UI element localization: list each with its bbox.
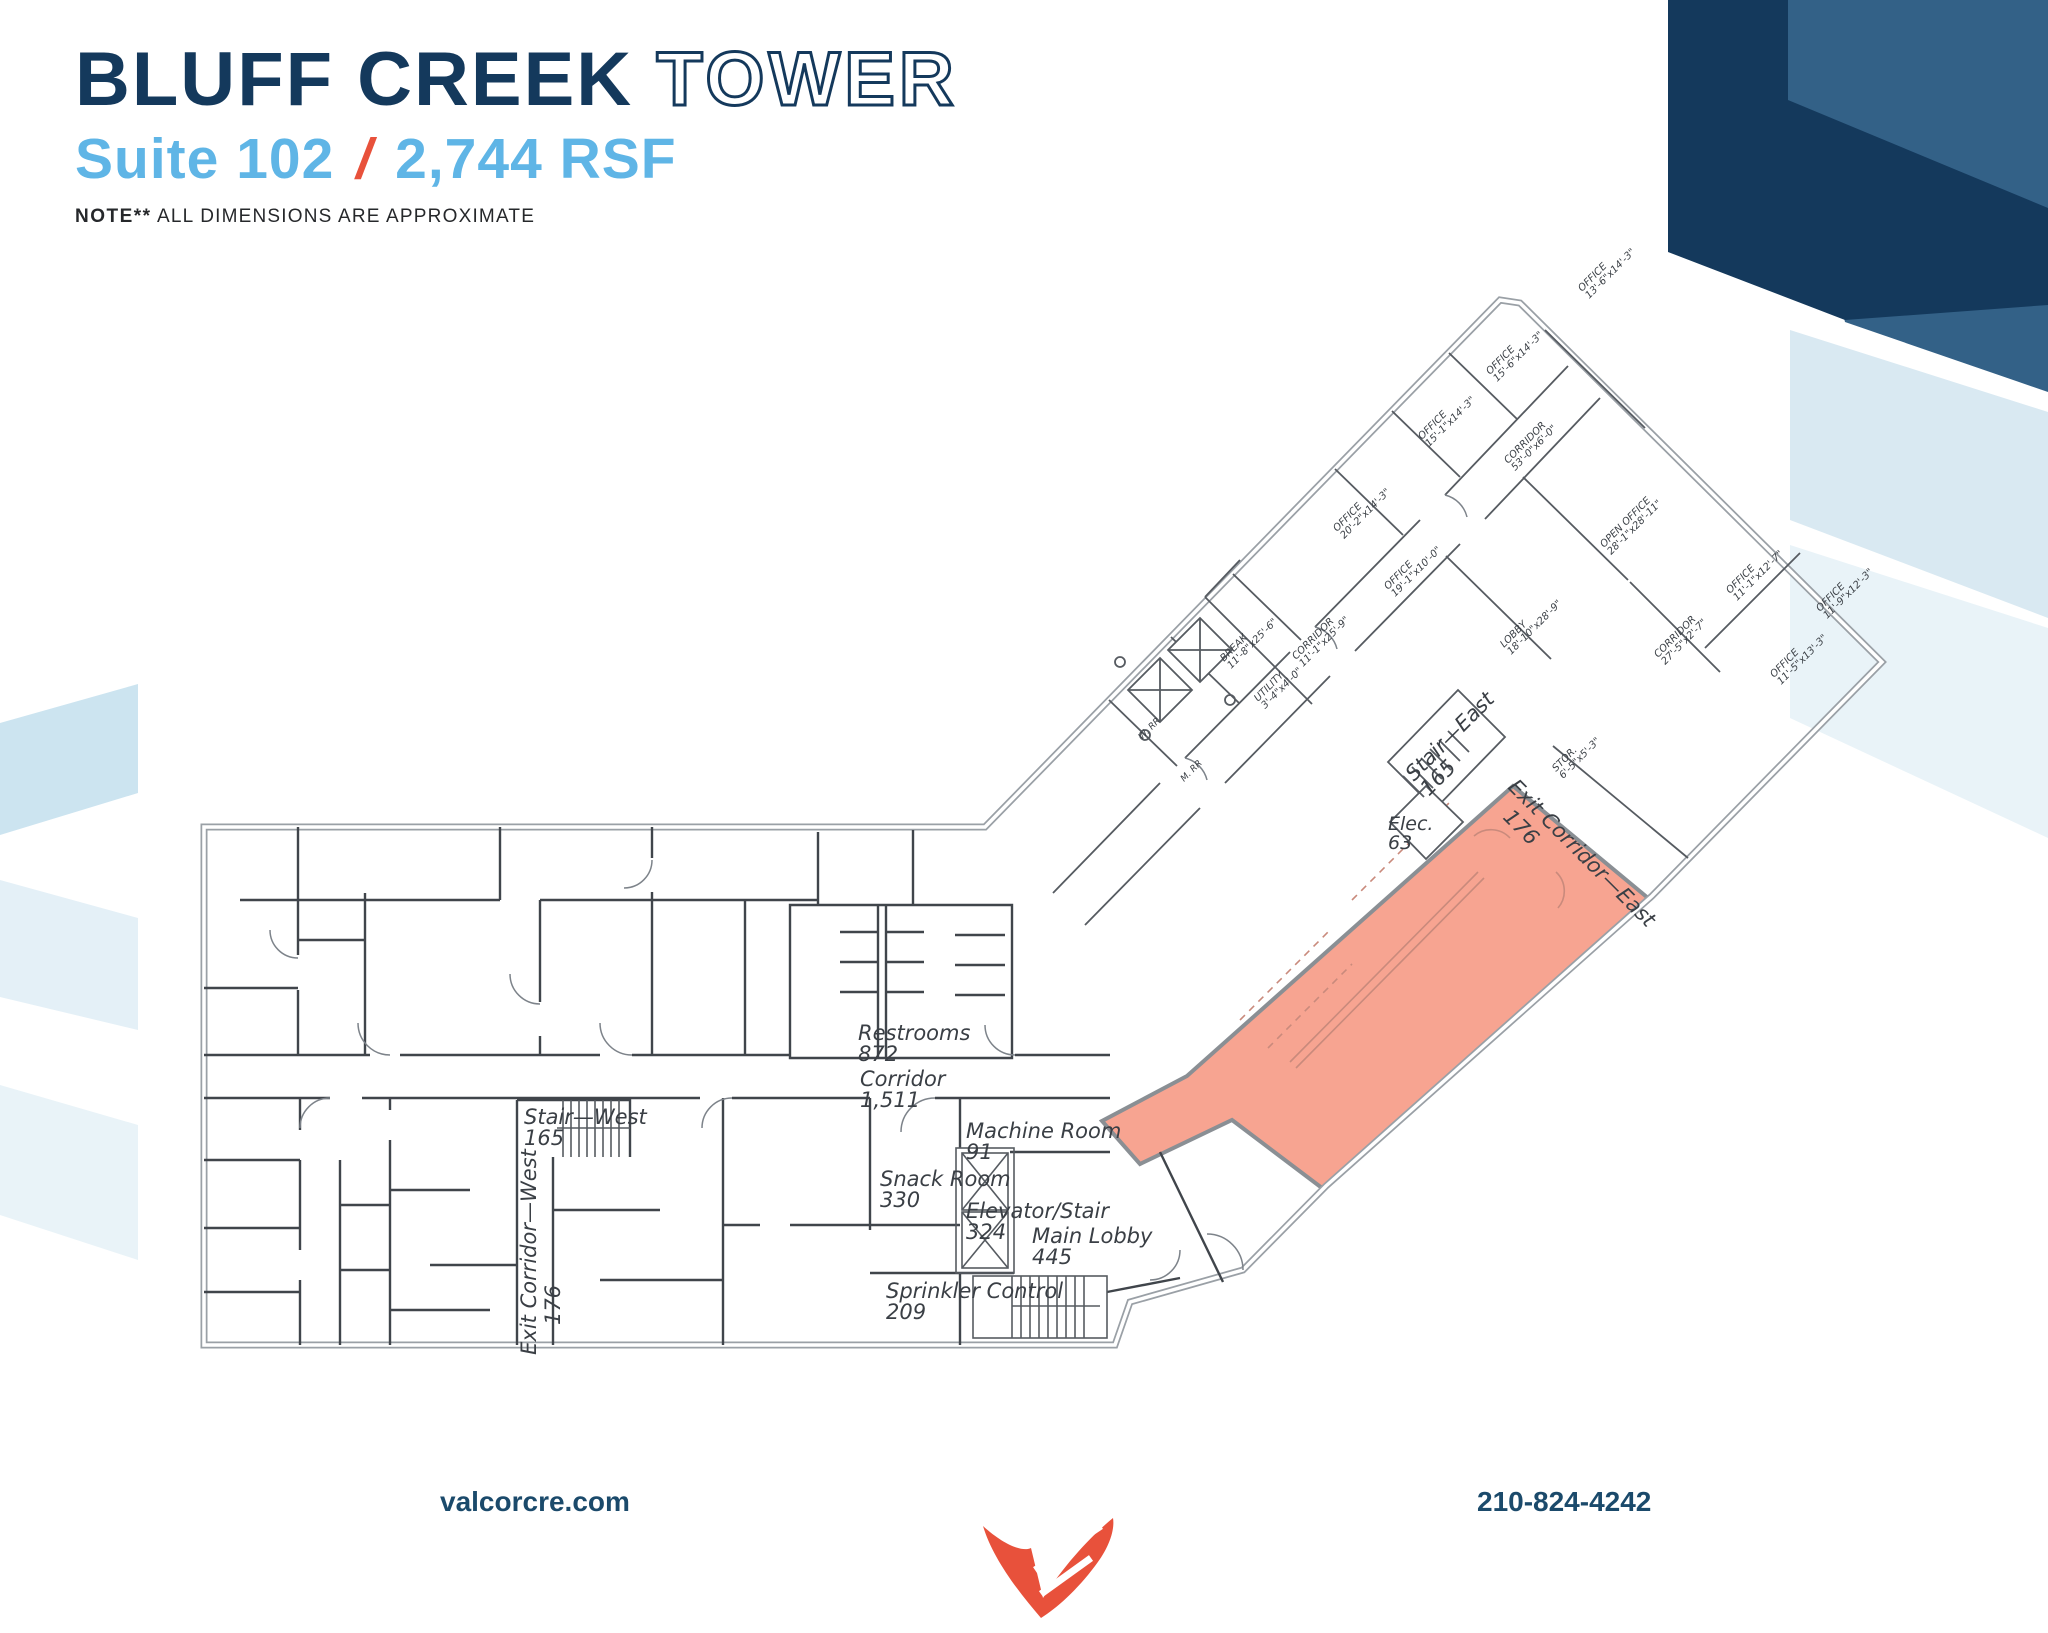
website-link[interactable]: valcorcre.com — [440, 1486, 630, 1517]
plan-label: OPEN OFFICE28'-1"x28'-11" — [1598, 491, 1664, 557]
header: BLUFF CREEK TOWER Suite 102 / 2,744 RSF NO… — [75, 37, 958, 228]
plan-label: OFFICE20'-2"x14'-3" — [1331, 480, 1393, 542]
plan-label: LOBBY18'-10"x28'-9" — [1498, 591, 1564, 657]
floor-plan-canvas — [0, 0, 2048, 1349]
decor-band-left-1 — [0, 684, 138, 835]
building-outline — [200, 296, 1887, 1349]
plan-label: 176 — [541, 1285, 565, 1325]
plan-label: OFFICE19'-1"x10'-0" — [1382, 538, 1444, 600]
note-text: ALL DIMENSIONS ARE APPROXIMATE — [151, 205, 536, 227]
title-main: BLUFF CREEK — [75, 37, 634, 122]
east-wing-walls — [1052, 329, 1801, 926]
decor-pale-band-right-1 — [1790, 330, 2048, 618]
plan-label: OFFICE15'-6"x14'-3" — [1484, 323, 1546, 385]
west-wing-walls — [204, 827, 1225, 1345]
plan-label: UTILITY3'-4"x4'-0" — [1252, 659, 1305, 712]
suite-rsf: 2,744 RSF — [395, 126, 677, 191]
plan-label: BREAK11'-8"x25'-6" — [1218, 610, 1280, 672]
stairs-and-elevators — [557, 1100, 1108, 1339]
plan-label: OFFICE15'-1"x14'-3" — [1416, 388, 1478, 450]
door-arcs — [269, 494, 1468, 1281]
plan-label: OFFICE13'-6"x14'-3" — [1576, 240, 1638, 302]
valcor-logo-icon — [983, 1518, 1114, 1618]
plan-label: OFFICE11'-9"x12'-3" — [1814, 560, 1876, 622]
plan-label: OFFICE11'-5"x13'-3" — [1768, 626, 1830, 688]
plan-label: CORRIDOR53'-0"x6'-0" — [1502, 416, 1559, 473]
plan-label: M. RR — [1179, 759, 1204, 784]
decor-band-left-3 — [0, 1085, 138, 1260]
page-title: BLUFF CREEK TOWER — [75, 37, 958, 122]
phone-number: 210-824-4242 — [1477, 1486, 1652, 1517]
suite-subtitle: Suite 102 / 2,744 RSF — [75, 126, 958, 192]
plan-label: Exit Corridor—East — [1503, 775, 1661, 933]
decor-navy-chevron — [1668, 0, 2048, 320]
note-prefix: NOTE** — [75, 205, 152, 227]
plan-label: W. RR — [1137, 716, 1163, 742]
decorative-shapes — [0, 0, 2048, 1260]
title-outline: TOWER — [655, 37, 958, 122]
plan-label: Exit Corridor—West — [517, 1148, 541, 1354]
decor-band-left-2 — [0, 880, 138, 1030]
suite-interior-walls — [1239, 799, 1566, 1069]
dimensions-note: NOTE** ALL DIMENSIONS ARE APPROXIMATE — [75, 206, 958, 228]
plan-label: CORRIDOR11'-1"x25'-9" — [1290, 608, 1352, 670]
plan-label: STOR.6'-5"x5'-3" — [1550, 729, 1603, 782]
plan-label: OFFICE11'-1"x12'-7" — [1724, 542, 1786, 604]
decor-pale-band-right-2 — [1790, 545, 2048, 838]
suite-number: Suite 102 — [75, 126, 335, 191]
plan-label: Elec.63 — [1388, 813, 1433, 854]
slash-separator: / — [356, 126, 374, 191]
plan-label: CORRIDOR27'-5"x2'-7" — [1652, 610, 1709, 667]
plan-label: Stair—East165 — [1401, 687, 1515, 801]
